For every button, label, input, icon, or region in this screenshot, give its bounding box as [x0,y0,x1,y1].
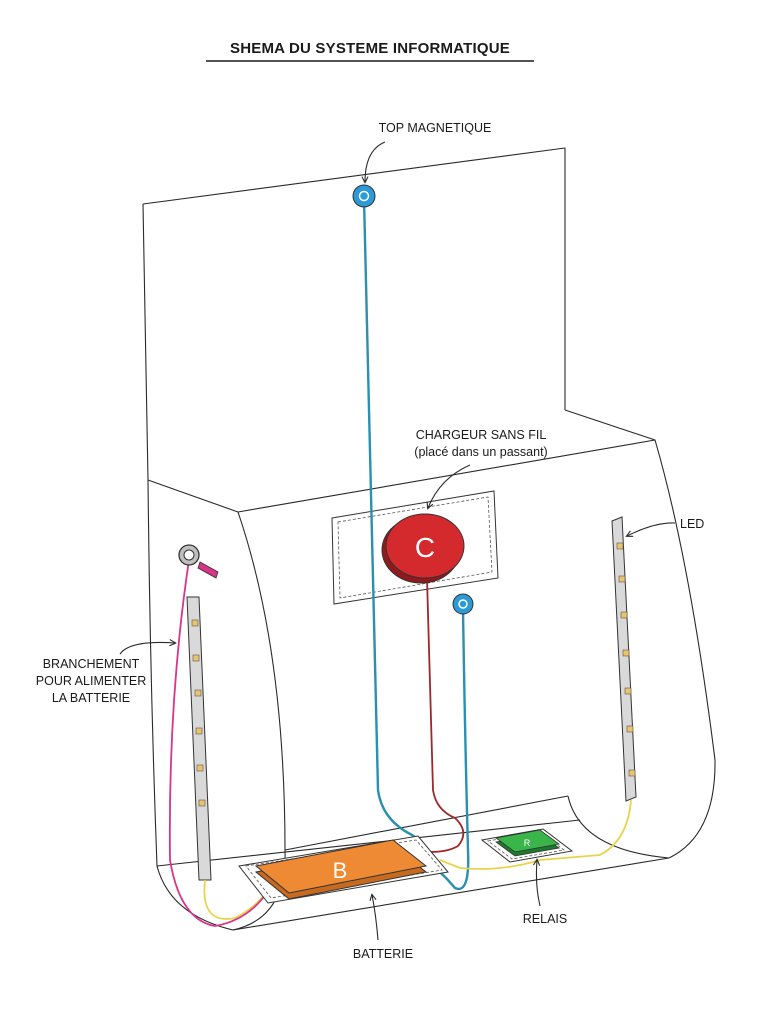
diagram-title: SHEMA DU SYSTEME INFORMATIQUE [230,40,510,57]
led-strip-right [611,516,637,802]
annotation-arrows [119,141,676,941]
led-wire-left [203,879,269,920]
charger-badge: C [415,532,435,563]
relay: R [480,828,574,863]
power-input-wire [168,559,271,927]
label-led: LED [680,517,704,531]
magnetic-sensor-low [452,593,474,615]
led-strip-left [186,596,212,881]
battery: B [254,839,428,900]
arrow-chargeur [428,464,471,508]
magnetic-sensor-wire-low [419,608,470,891]
arrow-branchement [119,642,175,655]
arrow-led [627,522,676,536]
label-batterie: BATTERIE [353,947,413,961]
label-top-magnetique: TOP MAGNETIQUE [379,121,492,135]
label-relais: RELAIS [523,912,567,926]
battery-badge: B [333,858,348,883]
charger-wire [426,577,465,853]
label-branchement-line3: LA BATTERIE [52,691,130,705]
box-outline [142,147,716,931]
arrow-top-magnetique [365,141,386,182]
label-chargeur-line2: (placé dans un passant) [414,445,547,459]
wireless-charger: C [381,513,465,584]
relay-badge: R [524,838,531,848]
label-branchement-line2: POUR ALIMENTER [36,674,146,688]
label-chargeur-line1: CHARGEUR SANS FIL [416,428,547,442]
magnetic-sensor-top [352,184,376,208]
arrow-batterie [372,895,379,941]
arrow-relais [536,860,541,907]
power-plug [178,544,219,579]
label-branchement-line1: BRANCHEMENT [43,657,140,671]
